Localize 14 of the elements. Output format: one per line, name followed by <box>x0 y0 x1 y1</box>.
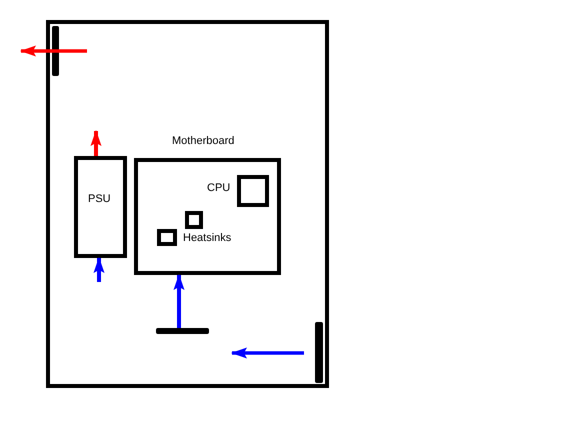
power-supply-box <box>74 156 127 258</box>
box-label: PSU <box>88 193 111 206</box>
fan <box>156 328 209 334</box>
computer-case <box>46 20 329 388</box>
fan <box>52 26 59 76</box>
heatsink-square <box>157 229 177 246</box>
part-label: CPU <box>207 182 230 195</box>
box-heading: Motherboard <box>172 135 234 148</box>
fan <box>315 322 323 383</box>
airflow-arrow <box>94 257 104 282</box>
airflow-arrow <box>174 274 184 328</box>
heatsink-square <box>185 211 203 229</box>
part-label: Heatsinks <box>183 232 232 245</box>
airflow-arrow <box>90 130 102 156</box>
